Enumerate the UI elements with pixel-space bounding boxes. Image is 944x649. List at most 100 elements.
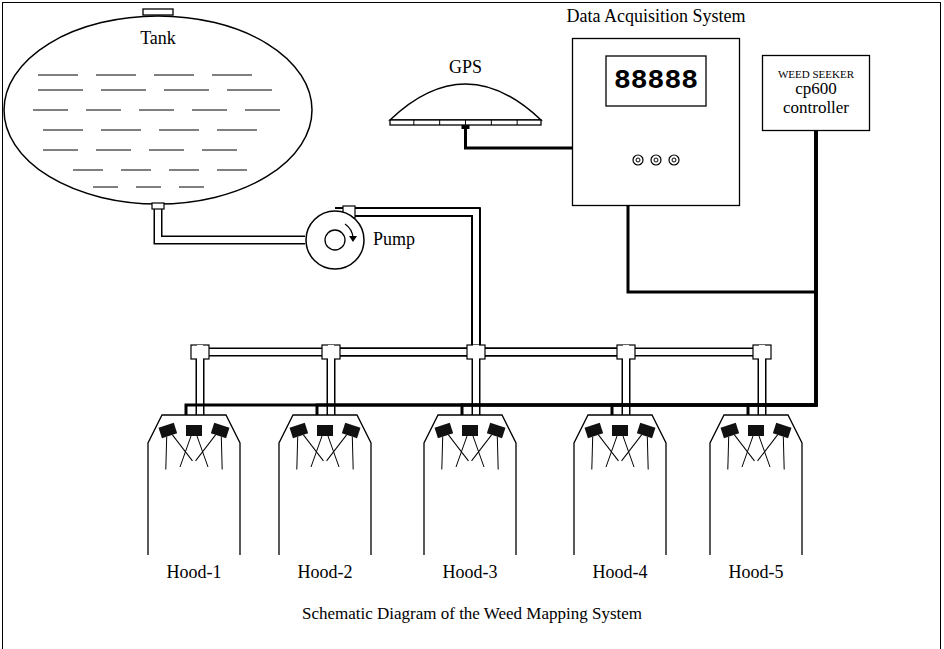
hood: Hood-2	[279, 415, 371, 555]
liquid-line	[159, 130, 199, 131]
liquid-line	[73, 170, 103, 171]
spray-line	[582, 437, 602, 470]
nozzle	[742, 425, 770, 467]
spray-line	[622, 431, 642, 464]
spray-line	[287, 437, 307, 470]
tee-bore	[197, 345, 203, 361]
hood: Hood-3	[424, 415, 516, 555]
data-acquisition-node: Data Acquisition System88888	[572, 38, 740, 206]
spray-line	[774, 437, 794, 470]
nozzle-body	[637, 423, 656, 438]
pipe-layer	[158, 205, 762, 415]
spray-line	[718, 437, 738, 470]
liquid-line	[38, 75, 78, 76]
hood-outline	[710, 415, 802, 555]
spray-line	[606, 436, 617, 467]
nozzle	[606, 425, 634, 467]
das-label: Data Acquisition System	[532, 7, 780, 27]
pipe-bore	[335, 212, 626, 415]
nozzle-body	[612, 425, 628, 436]
spray-line	[196, 431, 216, 464]
nozzle	[622, 421, 662, 470]
liquid-line	[33, 110, 68, 111]
nozzle	[327, 421, 367, 470]
liquid-line	[121, 170, 151, 171]
nozzle	[311, 425, 339, 467]
liquid-line	[227, 90, 272, 91]
nozzle	[196, 421, 236, 470]
button-center	[654, 158, 658, 162]
liquid-line	[43, 150, 78, 151]
controller-brand: WEED SEEKER	[778, 68, 854, 80]
nozzle	[472, 421, 512, 470]
tank-label: Tank	[3, 29, 313, 49]
nozzle-body	[342, 423, 361, 438]
liquid-line	[179, 187, 204, 188]
gps-rib	[491, 120, 492, 125]
nozzle-body	[462, 425, 478, 436]
liquid-line	[139, 110, 174, 111]
shape-outline	[279, 415, 371, 555]
gps-rib	[465, 120, 466, 125]
cable-connector	[748, 131, 816, 415]
nozzle-body	[748, 425, 764, 436]
shape-outline	[305, 210, 365, 270]
spray-line	[472, 431, 492, 464]
nozzle-body	[773, 423, 792, 438]
tank-cap	[143, 9, 173, 15]
tee-bore	[473, 345, 479, 361]
tee-bore	[328, 345, 334, 361]
spray-line	[327, 431, 347, 464]
nozzle-body	[159, 423, 178, 438]
controller-label: cp600 controller	[768, 80, 864, 117]
rotation-arrow	[345, 224, 353, 238]
controller-outline	[763, 56, 870, 131]
cable-connector	[466, 128, 573, 148]
pump-node: Pump	[305, 210, 365, 270]
shape-outline	[574, 415, 666, 555]
hood-outline	[574, 415, 666, 555]
hood: Hood-5	[710, 415, 802, 555]
shape-outline	[388, 86, 543, 128]
hood-outline	[279, 415, 371, 555]
hood-label: Hood-5	[690, 563, 822, 583]
gps-node: GPS	[388, 86, 543, 128]
cable-connector	[317, 131, 816, 415]
nozzle-body	[585, 423, 604, 438]
gps-dome	[390, 84, 541, 120]
gps-rib	[413, 120, 414, 125]
caption: Schematic Diagram of the Weed Mapping Sy…	[0, 604, 944, 624]
nozzle	[456, 425, 484, 467]
hood-outline	[424, 415, 516, 555]
spray-line	[343, 437, 363, 470]
button	[669, 155, 679, 165]
nozzle-body	[186, 425, 202, 436]
tank-outline	[4, 16, 312, 204]
pipe-connector	[158, 205, 305, 240]
shape-outline	[424, 415, 516, 555]
pipe-connector	[335, 212, 762, 415]
nozzle-body	[721, 423, 740, 438]
hood-label: Hood-1	[128, 563, 260, 583]
gps-base	[390, 120, 541, 125]
rotation-arrowhead	[349, 236, 357, 242]
spray-line	[180, 436, 191, 467]
nozzle	[180, 425, 208, 467]
liquid-line	[136, 187, 161, 188]
pipe-bore	[200, 212, 476, 415]
pipe-bore	[158, 205, 305, 240]
spray-line	[638, 437, 658, 470]
liquid-line	[217, 130, 257, 131]
button-center	[636, 158, 640, 162]
pump-casing	[306, 211, 364, 269]
gps-label: GPS	[388, 58, 543, 78]
cable-wire	[466, 128, 573, 148]
spray-line	[742, 436, 753, 467]
liquid-line	[169, 170, 199, 171]
pipe-wall	[335, 212, 762, 415]
cable-wire	[748, 131, 816, 415]
liquid-line	[43, 130, 83, 131]
shape-outline	[148, 415, 240, 555]
tee-bore	[759, 345, 765, 361]
